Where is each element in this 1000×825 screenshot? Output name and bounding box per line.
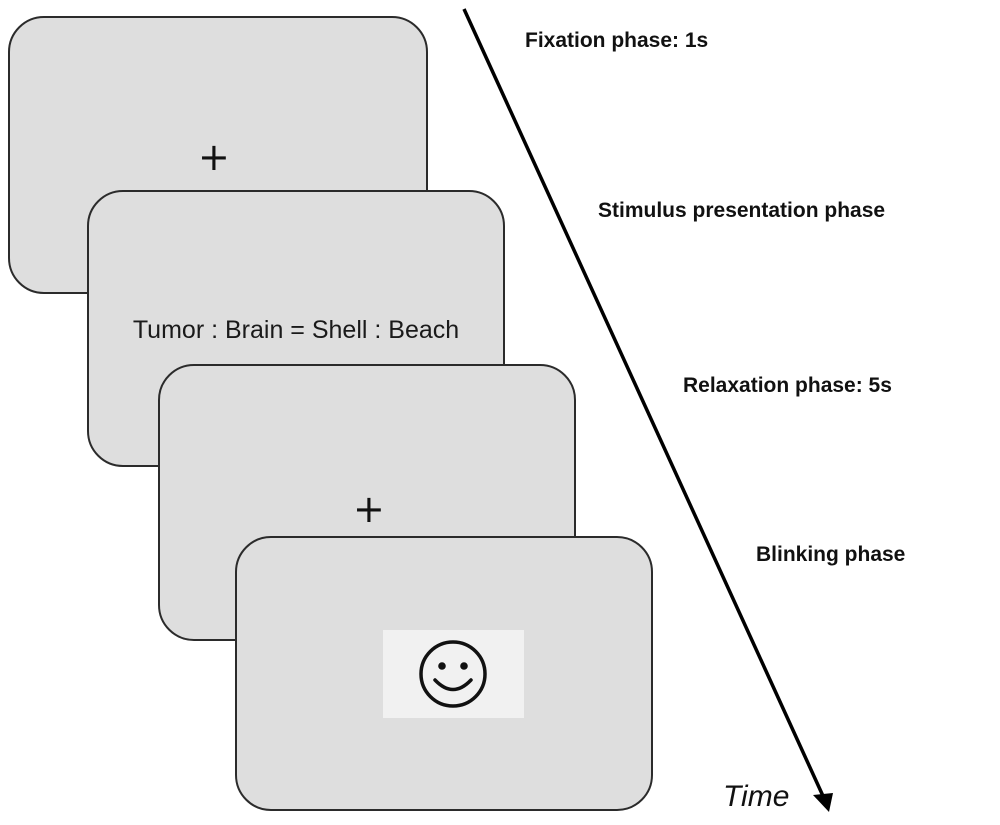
phase-label-relaxation: Relaxation phase: 5s — [683, 374, 892, 397]
blinking-screen — [235, 536, 653, 811]
analogy-stimulus-text: Tumor : Brain = Shell : Beach — [132, 316, 460, 344]
time-arrow-head — [813, 793, 833, 812]
smiley-face-icon — [419, 640, 487, 708]
phase-label-stimulus: Stimulus presentation phase — [598, 199, 886, 222]
phase-label-blinking: Blinking phase — [756, 543, 906, 566]
smiley-panel — [383, 630, 524, 718]
time-axis-label: Time — [723, 780, 790, 813]
fixation-cross: + — [198, 135, 230, 179]
relaxation-fixation-cross: + — [353, 487, 385, 531]
time-arrow-line — [462, 8, 825, 797]
phase-label-fixation: Fixation phase: 1s — [525, 29, 709, 52]
